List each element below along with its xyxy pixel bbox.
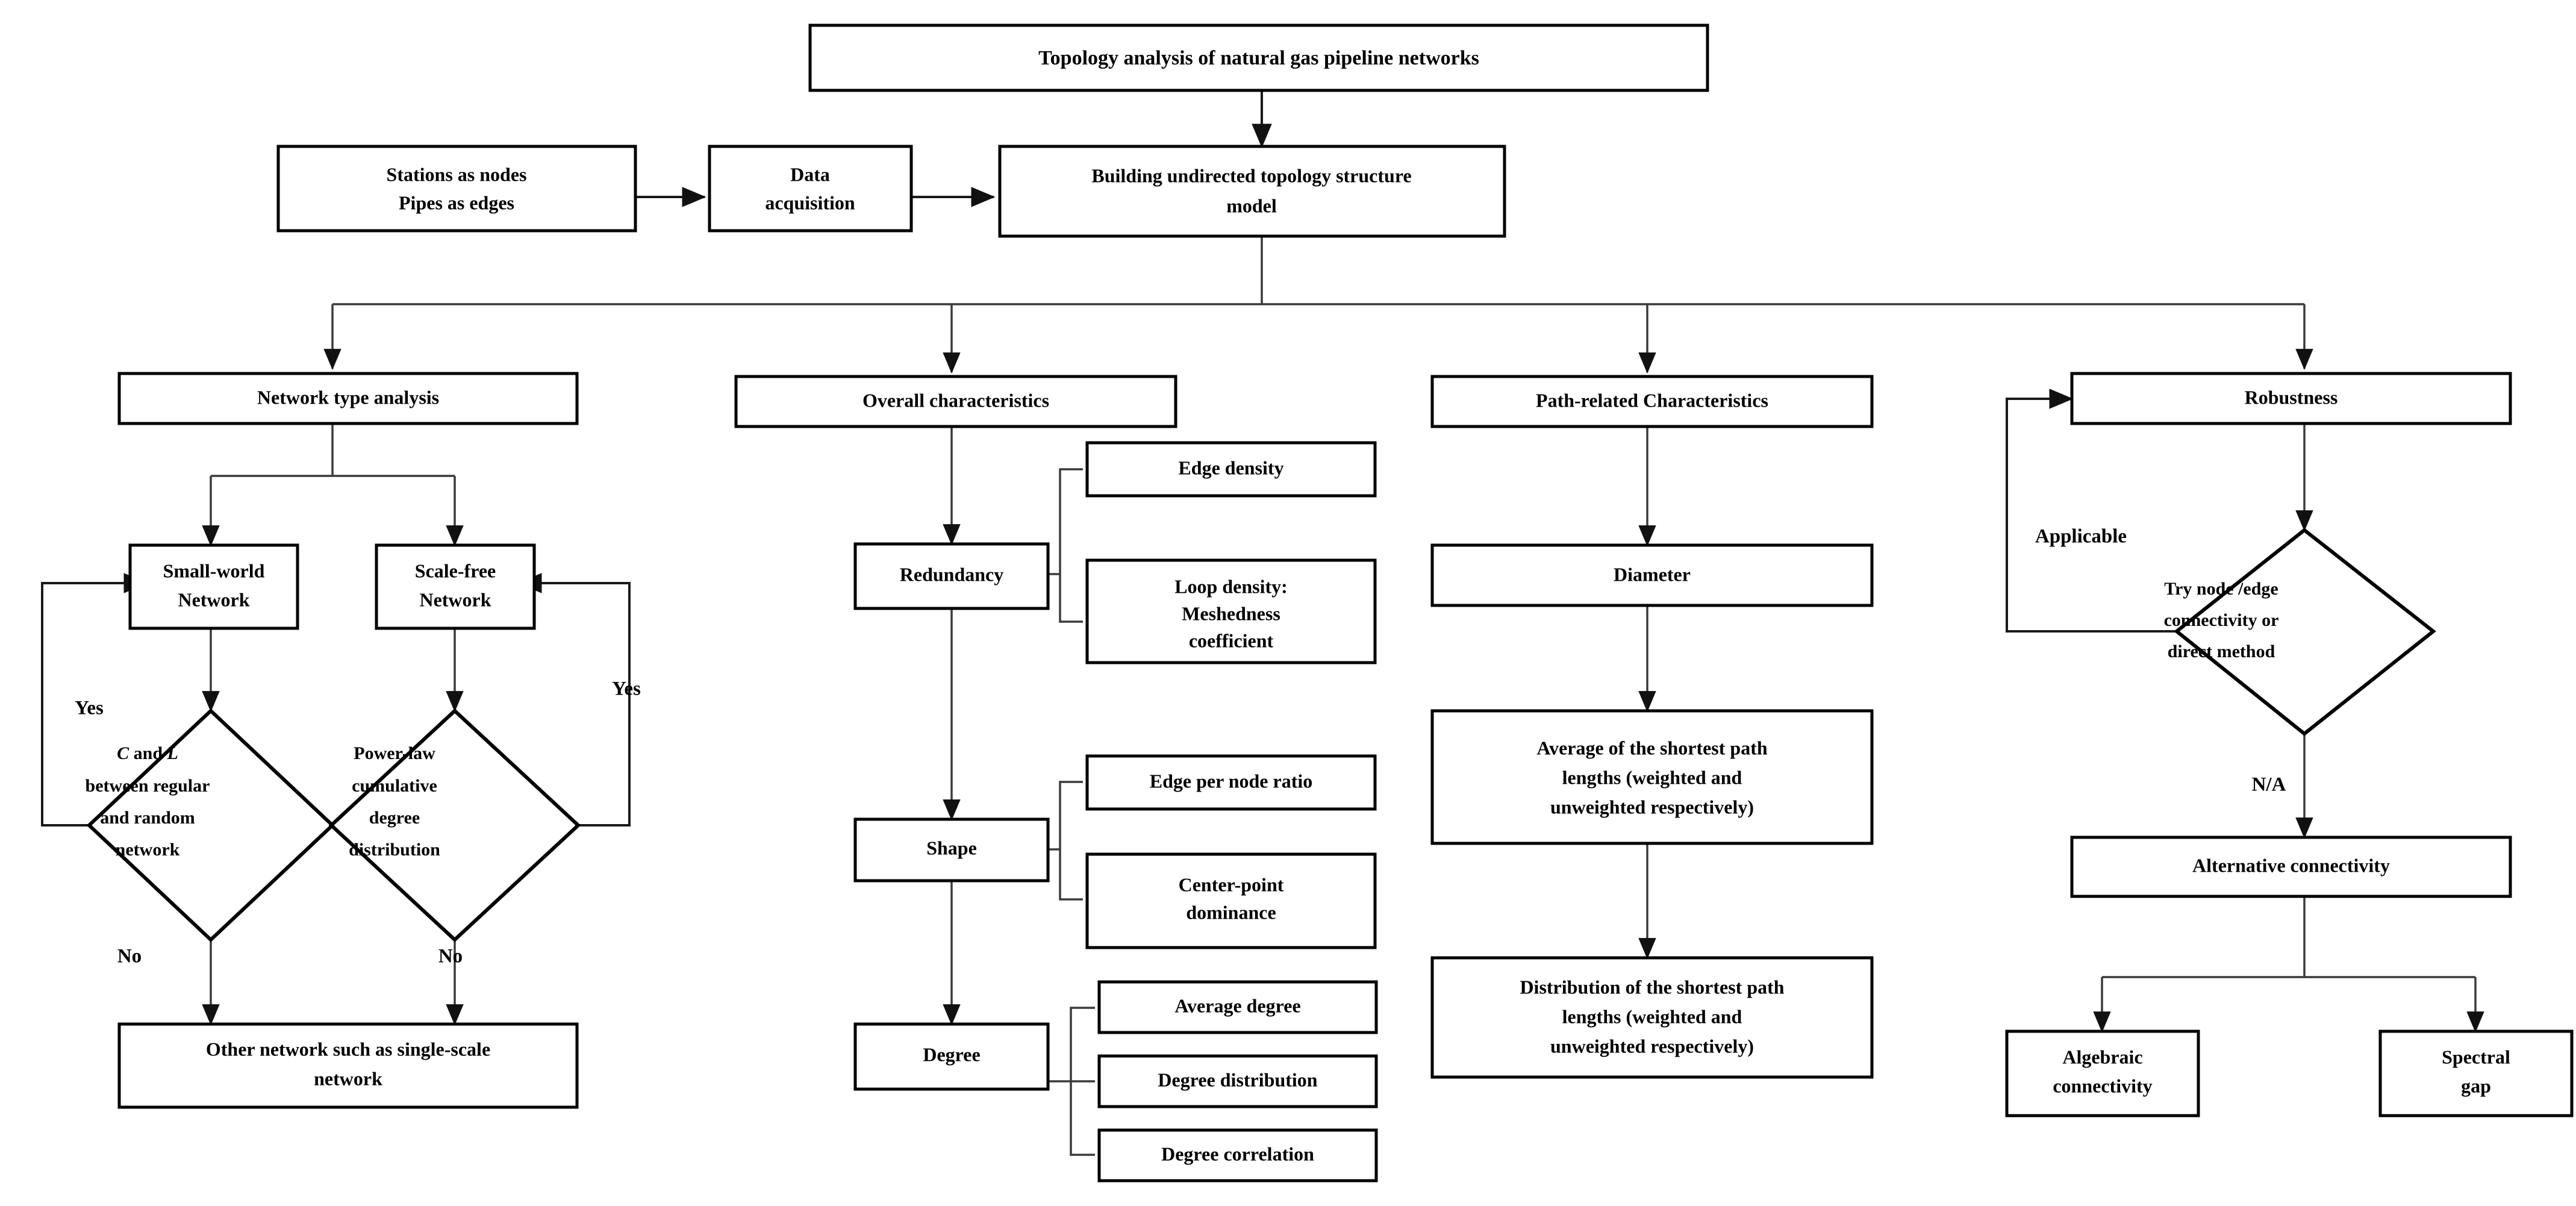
edge-label-no-left: No	[117, 946, 142, 967]
node-edge-per-node-ratio-label: Edge per node ratio	[1150, 770, 1313, 792]
node-spectral-gap-label-1: Spectral	[2442, 1046, 2510, 1067]
node-algebraic-connectivity-label-1: Algebraic	[2062, 1046, 2142, 1067]
node-path-related-characteristics[interactable]	[1430, 375, 1874, 428]
edge-redundancy-feeder-bus	[1059, 468, 1083, 623]
node-other-network-label-1: Other network such as single-scale	[206, 1038, 490, 1060]
node-center-point-dominance-label-1: Center-point	[1179, 873, 1284, 895]
node-edge-density-label: Edge density	[1178, 457, 1283, 478]
node-scale-free-network[interactable]	[375, 543, 536, 630]
node-decision-power-law-label-1: Power-law	[354, 743, 435, 763]
node-shape-label: Shape	[926, 837, 977, 858]
node-small-world-network-label-2: Network	[178, 589, 249, 610]
node-distribution-shortest-path-label-2: lengths (weighted and	[1562, 1005, 1742, 1027]
edge-label-no-right: No	[438, 946, 463, 967]
node-edge-per-node-ratio[interactable]	[1085, 754, 1377, 811]
node-stations-label-1: Stations as nodes	[387, 163, 527, 185]
node-center-point-dominance[interactable]	[1085, 852, 1377, 949]
node-decision-c-and-l[interactable]	[86, 708, 335, 943]
edge-shape-feeder-bus	[1059, 781, 1083, 901]
node-average-shortest-path-label-3: unweighted respectively)	[1550, 796, 1754, 817]
node-overall-characteristics-label: Overall characteristics	[862, 389, 1049, 411]
node-decision-c-and-l-label-4: network	[116, 840, 180, 860]
node-network-type-analysis[interactable]	[117, 372, 579, 425]
node-decision-power-law-label-4: distribution	[349, 840, 440, 860]
node-scale-free-network-label-1: Scale-free	[415, 560, 496, 581]
node-stations-label-2: Pipes as edges	[399, 192, 514, 213]
node-data-acquisition-label-1: Data	[790, 163, 830, 185]
node-average-shortest-path[interactable]	[1430, 709, 1874, 845]
node-building-model-label-2: model	[1226, 195, 1277, 216]
node-data-acquisition-label-2: acquisition	[765, 192, 855, 213]
node-robustness-label: Robustness	[2245, 386, 2338, 408]
node-edge-density[interactable]	[1085, 441, 1377, 498]
node-root-label: Topology analysis of natural gas pipelin…	[1038, 47, 1479, 69]
node-path-related-characteristics-label: Path-related Characteristics	[1536, 389, 1768, 411]
node-building-model-label-1: Building undirected topology structure	[1091, 164, 1411, 186]
node-overall-characteristics[interactable]	[734, 375, 1177, 428]
node-small-world-network-label-1: Small-world	[163, 560, 265, 581]
edge-applicable-loop	[2006, 389, 2177, 633]
node-decision-c-and-l-label-2: between regular	[86, 776, 210, 796]
node-alternative-connectivity-label: Alternative connectivity	[2192, 854, 2390, 876]
node-robustness[interactable]	[2070, 372, 2512, 425]
node-small-world-network[interactable]	[128, 543, 299, 630]
node-average-shortest-path-label-2: lengths (weighted and	[1562, 766, 1742, 788]
node-redundancy[interactable]	[853, 542, 1050, 610]
node-diameter[interactable]	[1430, 543, 1874, 607]
edge-label-yes-right: Yes	[612, 678, 641, 700]
node-degree-correlation-label: Degree correlation	[1161, 1143, 1314, 1164]
node-decision-power-law-label-2: cumulative	[352, 776, 437, 796]
node-degree-label: Degree	[923, 1043, 980, 1065]
node-distribution-shortest-path-label-3: unweighted respectively)	[1550, 1035, 1754, 1057]
node-decision-c-and-l-label-3: and random	[100, 808, 195, 828]
node-decision-c-and-l-label-1: C and L	[117, 743, 178, 763]
edge-label-na: N/A	[2252, 774, 2286, 796]
node-redundancy-label: Redundancy	[900, 563, 1004, 585]
node-degree-distribution-label: Degree distribution	[1158, 1069, 1317, 1090]
node-center-point-dominance-label-2: dominance	[1186, 901, 1276, 923]
node-loop-density-label-3: coefficient	[1189, 630, 1274, 651]
node-shape[interactable]	[853, 817, 1050, 883]
node-decision-try-node-edge[interactable]	[2174, 528, 2436, 736]
node-building-model[interactable]	[998, 145, 1506, 238]
node-algebraic-connectivity-label-2: connectivity	[2053, 1075, 2152, 1096]
node-network-type-analysis-label: Network type analysis	[257, 386, 439, 408]
node-degree-distribution[interactable]	[1097, 1054, 1378, 1108]
edge-label-applicable: Applicable	[2035, 526, 2127, 548]
node-loop-density-label-1: Loop density:	[1174, 575, 1288, 597]
node-average-degree[interactable]	[1097, 980, 1378, 1034]
node-root[interactable]	[808, 23, 1709, 92]
node-other-network-label-2: network	[314, 1067, 382, 1089]
node-algebraic-connectivity[interactable]	[2005, 1029, 2200, 1117]
node-average-shortest-path-label-1: Average of the shortest path	[1536, 737, 1768, 758]
node-stations[interactable]	[276, 145, 637, 233]
node-decision-power-law-label-3: degree	[369, 808, 420, 828]
node-loop-density[interactable]	[1085, 558, 1377, 664]
node-decision-power-law[interactable]	[328, 708, 581, 943]
node-decision-try-node-edge-label-1: Try node /edge	[2164, 579, 2278, 599]
node-alternative-connectivity[interactable]	[2070, 836, 2512, 898]
node-loop-density-label-2: Meshedness	[1182, 602, 1280, 624]
node-other-network[interactable]	[117, 1022, 579, 1109]
node-spectral-gap[interactable]	[2378, 1029, 2574, 1117]
node-average-degree-label: Average degree	[1174, 995, 1300, 1016]
node-scale-free-network-label-2: Network	[419, 589, 491, 610]
node-distribution-shortest-path-label-1: Distribution of the shortest path	[1520, 976, 1784, 998]
node-decision-try-node-edge-label-2: connectivity or	[2164, 610, 2279, 630]
node-degree-correlation[interactable]	[1097, 1128, 1378, 1183]
node-decision-try-node-edge-label-3: direct method	[2168, 642, 2275, 661]
edge-yes-loop-right	[517, 573, 631, 826]
node-diameter-label: Diameter	[1614, 563, 1691, 585]
node-spectral-gap-label-2: gap	[2461, 1075, 2491, 1096]
node-data-acquisition[interactable]	[708, 145, 913, 233]
node-degree[interactable]	[853, 1022, 1050, 1091]
edge-yes-loop-left	[41, 573, 148, 826]
edge-label-yes-left: Yes	[75, 698, 104, 719]
node-distribution-shortest-path[interactable]	[1430, 956, 1874, 1079]
